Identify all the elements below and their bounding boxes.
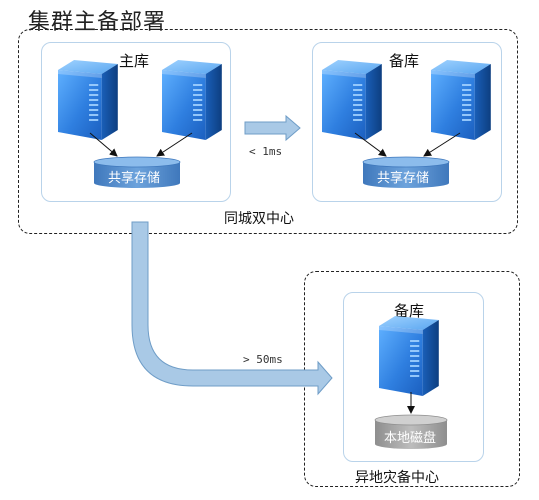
primary-server-right-icon (162, 60, 222, 140)
standby-server-right-icon (431, 60, 491, 140)
primary-label: 主库 (119, 52, 150, 70)
sync-latency-label: < 1ms (249, 145, 283, 158)
primary-server-left-icon (58, 60, 118, 140)
remote-disk-label: 本地磁盘 (384, 431, 437, 446)
async-latency-label: > 50ms (243, 353, 283, 366)
standby-label: 备库 (389, 52, 420, 70)
standby-server-left-icon (322, 60, 382, 140)
async-replication-arrow (131, 221, 333, 396)
remote-dr-label: 异地灾备中心 (355, 470, 439, 486)
same-city-label: 同城双中心 (224, 211, 294, 227)
remote-local-disk-icon (374, 414, 448, 449)
standby-storage-label: 共享存储 (377, 171, 430, 186)
primary-shared-storage-icon (93, 156, 181, 188)
primary-storage-label: 共享存储 (108, 171, 161, 186)
remote-standby-label: 备库 (394, 302, 425, 320)
sync-replication-arrow (244, 114, 301, 142)
standby-shared-storage-icon (362, 156, 450, 188)
remote-server-icon (379, 316, 439, 396)
same-city-group (18, 29, 518, 234)
diagram-title: 集群主备部署 (28, 10, 167, 35)
